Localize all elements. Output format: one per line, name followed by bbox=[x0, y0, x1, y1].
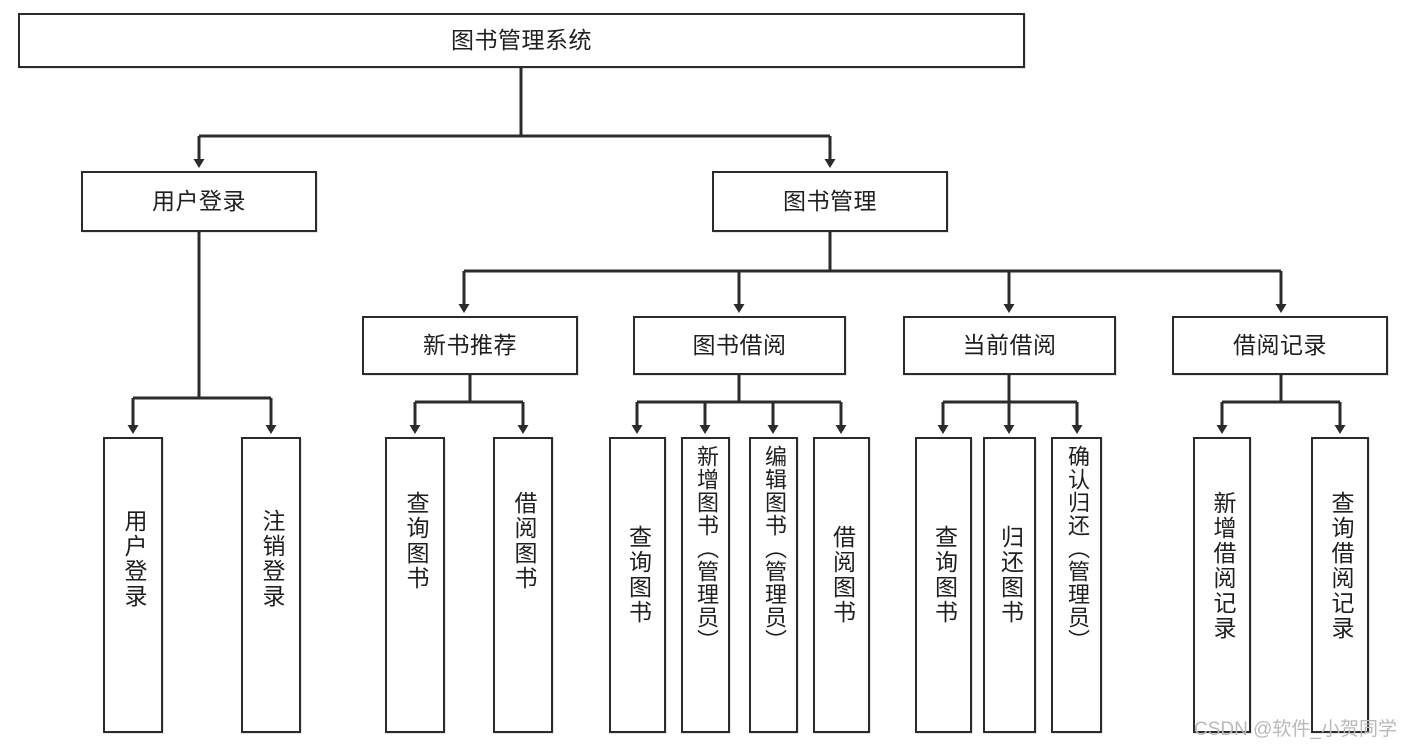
node-book-borrow[interactable]: 图书借阅 bbox=[633, 316, 846, 375]
leaf-logout[interactable]: 注销登录 bbox=[241, 437, 301, 733]
leaf-confirm-return-admin-label: 确认归还（管理员） bbox=[1064, 445, 1090, 652]
leaf-add-book-admin-label: 新增图书（管理员） bbox=[693, 445, 719, 652]
leaf-add-borrow-record-label: 新增借阅记录 bbox=[1209, 491, 1236, 641]
leaf-borrow-book-recommend[interactable]: 借阅图书 bbox=[493, 437, 553, 733]
leaf-borrow-book[interactable]: 借阅图书 bbox=[813, 437, 870, 733]
leaf-query-borrow-record-label: 查询借阅记录 bbox=[1327, 491, 1354, 641]
csdn-watermark: CSDN @软件_小贺同学 bbox=[1194, 719, 1397, 740]
node-root-book-management-system[interactable]: 图书管理系统 bbox=[18, 13, 1025, 68]
node-current-borrow-label: 当前借阅 bbox=[962, 331, 1057, 358]
leaf-add-book-admin[interactable]: 新增图书（管理员） bbox=[681, 437, 730, 733]
leaf-user-login[interactable]: 用户登录 bbox=[103, 437, 163, 733]
leaf-query-book-current-label: 查询图书 bbox=[931, 525, 958, 625]
leaf-query-book-borrow[interactable]: 查询图书 bbox=[609, 437, 666, 733]
node-book-management-label: 图书管理 bbox=[783, 187, 877, 214]
leaf-confirm-return-admin[interactable]: 确认归还（管理员） bbox=[1051, 437, 1102, 733]
leaf-add-borrow-record[interactable]: 新增借阅记录 bbox=[1193, 437, 1251, 733]
leaf-user-login-label: 用户登录 bbox=[120, 509, 147, 609]
node-borrow-record-label: 借阅记录 bbox=[1233, 331, 1327, 358]
node-borrow-record[interactable]: 借阅记录 bbox=[1172, 316, 1388, 375]
leaf-query-borrow-record[interactable]: 查询借阅记录 bbox=[1311, 437, 1369, 733]
leaf-edit-book-admin[interactable]: 编辑图书（管理员） bbox=[749, 437, 798, 733]
node-book-management[interactable]: 图书管理 bbox=[712, 171, 948, 232]
leaf-logout-label: 注销登录 bbox=[258, 509, 285, 609]
leaf-query-book-recommend-label: 查询图书 bbox=[402, 491, 429, 591]
leaf-query-book-borrow-label: 查询图书 bbox=[625, 525, 652, 625]
leaf-borrow-book-recommend-label: 借阅图书 bbox=[510, 491, 537, 591]
node-new-book-recommend[interactable]: 新书推荐 bbox=[362, 316, 578, 375]
node-user-login-label: 用户登录 bbox=[152, 187, 246, 214]
node-current-borrow[interactable]: 当前借阅 bbox=[903, 316, 1116, 375]
node-root-label: 图书管理系统 bbox=[451, 26, 592, 53]
leaf-query-book-recommend[interactable]: 查询图书 bbox=[385, 437, 445, 733]
node-new-book-recommend-label: 新书推荐 bbox=[423, 331, 517, 358]
leaf-borrow-book-label: 借阅图书 bbox=[829, 525, 856, 625]
node-user-login[interactable]: 用户登录 bbox=[81, 171, 317, 232]
node-book-borrow-label: 图书借阅 bbox=[692, 331, 787, 358]
leaf-return-book[interactable]: 归还图书 bbox=[983, 437, 1036, 733]
leaf-edit-book-admin-label: 编辑图书（管理员） bbox=[761, 445, 787, 652]
leaf-query-book-current[interactable]: 查询图书 bbox=[915, 437, 972, 733]
leaf-return-book-label: 归还图书 bbox=[997, 525, 1024, 625]
